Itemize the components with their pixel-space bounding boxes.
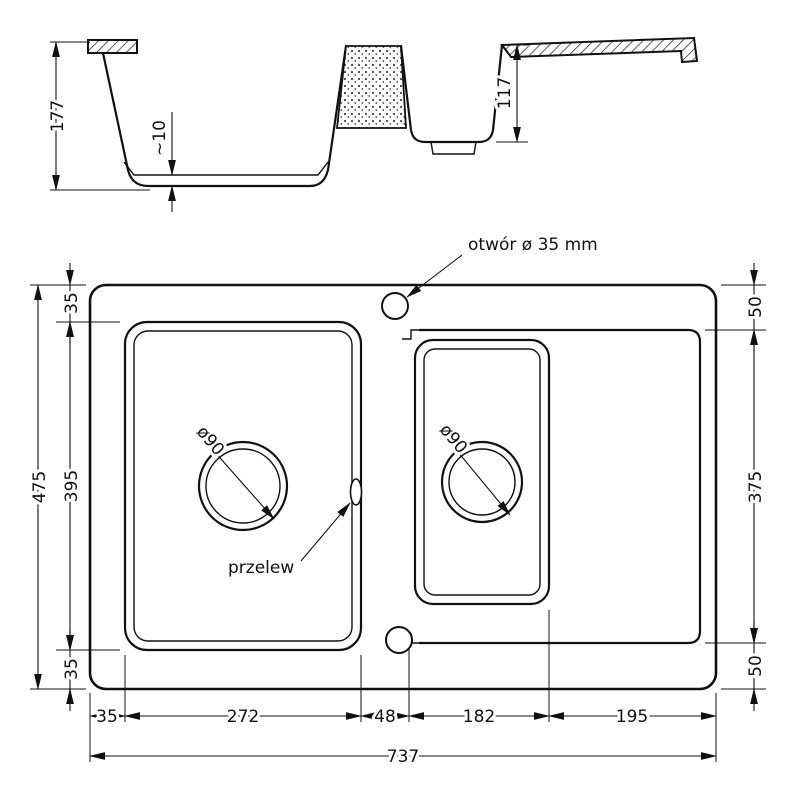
dim-depth-right: 117 bbox=[492, 44, 528, 143]
rim-left-section bbox=[87, 39, 138, 54]
hole-note-label: otwór ø 35 mm bbox=[468, 235, 598, 255]
right-drain-inner bbox=[448, 448, 516, 516]
left-basin-outer bbox=[123, 320, 363, 652]
drainboard-section bbox=[500, 36, 699, 64]
left-basin-floor-step bbox=[123, 161, 329, 176]
dim-divider-width-label: 48 bbox=[374, 707, 396, 727]
left-basin-section-outline bbox=[101, 44, 348, 188]
plan-view: ø90 ø90 przelew otwór ø 35 mm bbox=[88, 233, 718, 691]
right-drain-diameter-leader bbox=[447, 439, 511, 516]
right-basin-section-outline bbox=[399, 43, 504, 144]
dim-depth-left: 177 bbox=[45, 41, 150, 191]
dim-left-margin-label: 35 bbox=[96, 707, 118, 727]
tap-hole-leader bbox=[406, 254, 463, 298]
dim-right-top-label: 50 bbox=[746, 296, 766, 318]
dim-floor-step-label: ~10 bbox=[150, 120, 170, 156]
right-basin-floor-recess bbox=[430, 141, 477, 155]
sink-outer-edge bbox=[88, 283, 718, 691]
left-drain-diameter-leader bbox=[205, 441, 275, 520]
dim-drainer-height-label: 375 bbox=[746, 471, 766, 503]
right-basin-inner bbox=[423, 348, 541, 596]
left-basin-inner bbox=[133, 330, 353, 642]
dim-top-margin-label: 35 bbox=[62, 292, 82, 314]
drain-left-diameter-label: ø90 bbox=[192, 422, 228, 459]
divider-section bbox=[335, 45, 407, 129]
right-drain-outer bbox=[440, 440, 524, 524]
dim-total-height-label: 475 bbox=[30, 471, 50, 503]
overflow-slot bbox=[349, 478, 363, 506]
dim-right-bottom-label: 50 bbox=[746, 655, 766, 677]
plan-dimensions: 475 35 395 35 50 375 50 bbox=[27, 263, 769, 770]
dim-bottom-margin-label: 35 bbox=[62, 658, 82, 680]
dim-drainer-width-label: 195 bbox=[616, 707, 648, 727]
left-drain-outer bbox=[197, 440, 289, 532]
tap-hole-top bbox=[381, 292, 409, 320]
dim-basin-height-label: 395 bbox=[62, 470, 82, 502]
cross-section-view: 177 ~10 117 bbox=[45, 36, 699, 212]
overflow-leader bbox=[300, 502, 351, 562]
overflow-note-label: przelew bbox=[228, 558, 294, 578]
drainer-step-top bbox=[402, 329, 420, 340]
drainer-area-edge bbox=[418, 328, 702, 645]
dim-depth-left-label: 177 bbox=[48, 100, 68, 132]
drain-right-diameter-label: ø90 bbox=[435, 420, 471, 457]
dim-basin2-width-label: 182 bbox=[463, 707, 495, 727]
tap-hole-bottom bbox=[385, 626, 413, 654]
dim-depth-right-label: 117 bbox=[495, 77, 515, 109]
left-drain-inner bbox=[205, 448, 281, 524]
dim-floor-step: ~10 bbox=[147, 112, 176, 212]
dim-total-width-label: 737 bbox=[387, 747, 419, 767]
right-basin-outer bbox=[413, 338, 551, 606]
dim-basin1-width-label: 272 bbox=[227, 707, 259, 727]
